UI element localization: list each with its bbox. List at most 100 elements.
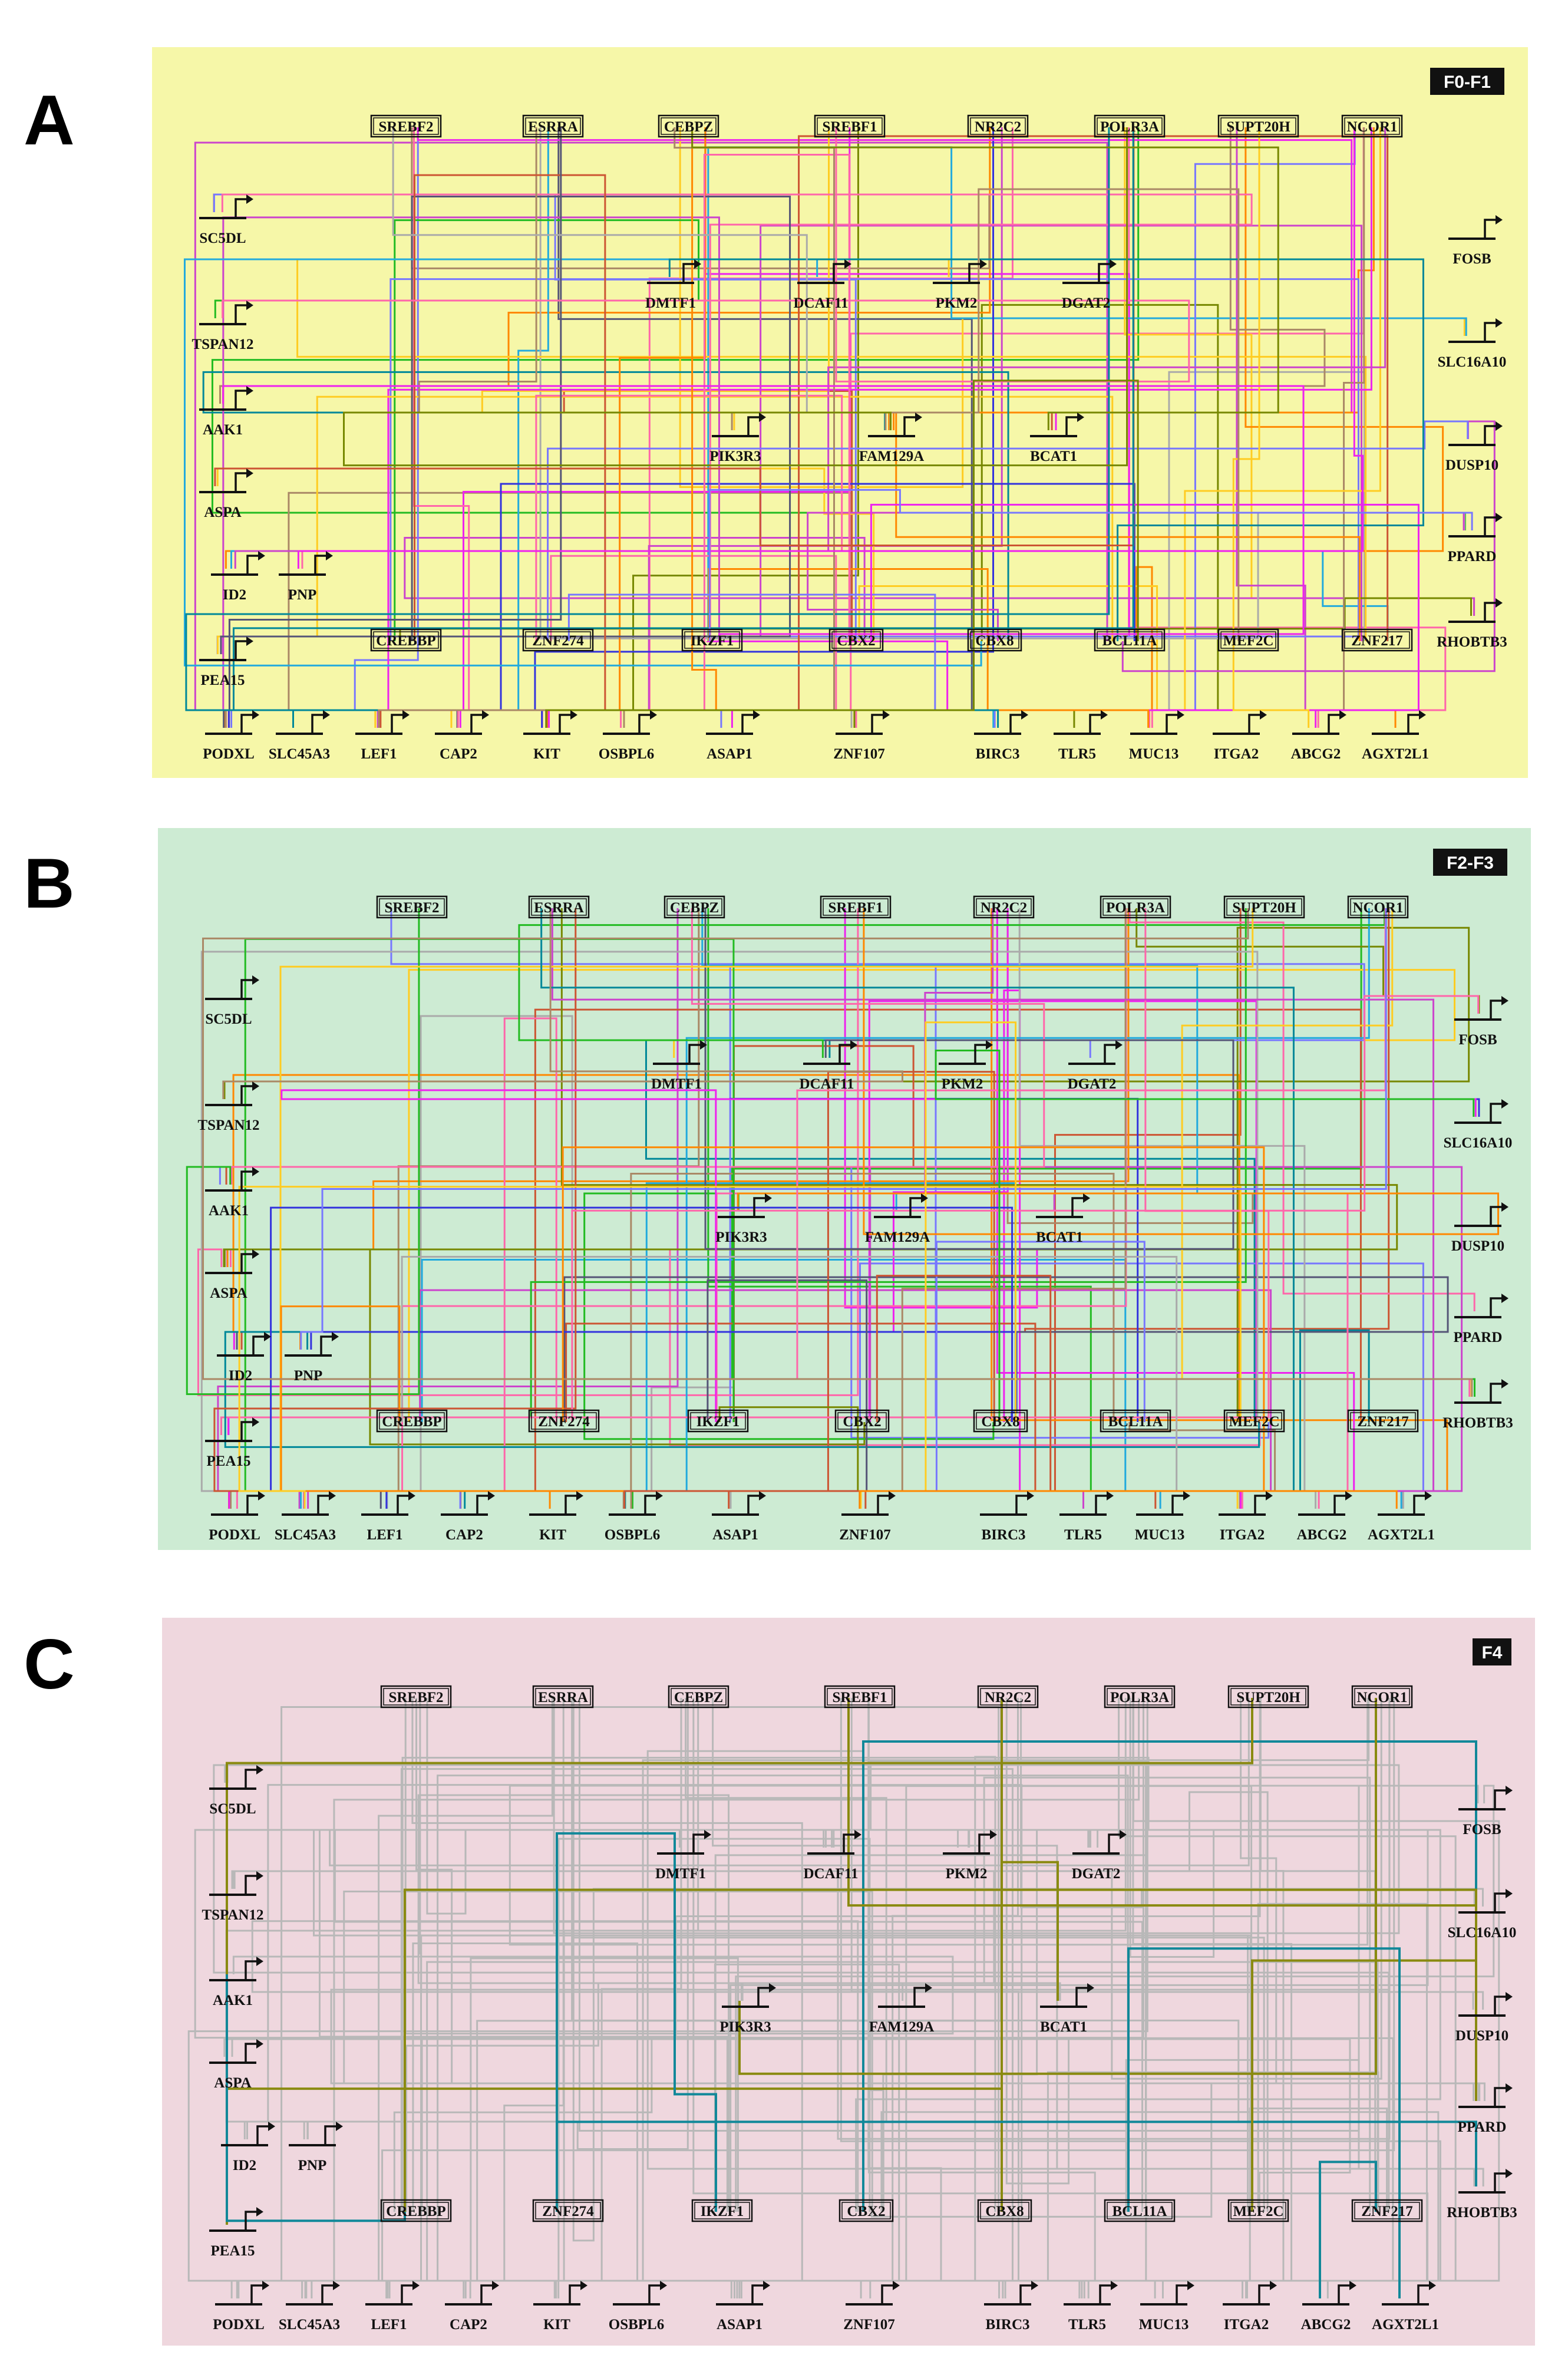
tf-box-inner bbox=[976, 1412, 1025, 1430]
promoter-arrowhead bbox=[1177, 710, 1184, 720]
tf-box-inner bbox=[831, 631, 881, 649]
regulatory-edge bbox=[220, 908, 1270, 1435]
regulatory-edge bbox=[419, 1698, 1085, 2298]
gene-node-podxl: PODXL bbox=[213, 2281, 269, 2333]
tf-node-srebf2: SREBF2 bbox=[376, 895, 448, 919]
regulatory-edge bbox=[421, 1258, 1402, 1509]
tf-box bbox=[977, 2199, 1032, 2222]
regulatory-edge bbox=[401, 1757, 1150, 2212]
regulatory-edge bbox=[620, 153, 850, 728]
tf-node-znf217: ZNF217 bbox=[1351, 2199, 1423, 2222]
gene-label: RHOBTB3 bbox=[1447, 2205, 1517, 2221]
promoter-arrow bbox=[1490, 1383, 1501, 1403]
gene-node-pnp: PNP bbox=[289, 2122, 343, 2173]
regulatory-edge bbox=[222, 908, 903, 1099]
promoter-arrow bbox=[1494, 1892, 1506, 1912]
promoter-arrowhead bbox=[1496, 215, 1503, 225]
tf-node-srebf1: SREBF1 bbox=[824, 1685, 896, 1709]
gene-node-dusp10: DUSP10 bbox=[1445, 421, 1503, 473]
regulatory-edge bbox=[415, 1698, 1475, 2101]
gene-label: ITGA2 bbox=[1214, 746, 1259, 762]
gene-label: DGAT2 bbox=[1072, 1866, 1121, 1882]
panel-tag-label: F2-F3 bbox=[1447, 853, 1494, 873]
tf-box-inner bbox=[531, 1412, 597, 1430]
tf-label: ZNF274 bbox=[532, 633, 584, 649]
gene-node-pik3r3: PIK3R3 bbox=[709, 413, 766, 464]
tf-label: POLR3A bbox=[1106, 900, 1165, 916]
regulatory-edge bbox=[546, 135, 1389, 728]
promoter-arrowhead bbox=[1501, 996, 1508, 1005]
promoter-arrow bbox=[245, 1769, 256, 1789]
tf-label: CBX2 bbox=[843, 1414, 881, 1430]
promoter-arrowhead bbox=[925, 1983, 932, 1993]
promoter-arrow bbox=[1248, 714, 1260, 734]
tf-box-inner bbox=[383, 1688, 449, 1706]
promoter-arrowhead bbox=[332, 1332, 339, 1341]
promoter-arrow bbox=[843, 1833, 854, 1853]
gene-label: SC5DL bbox=[209, 1801, 256, 1817]
gene-node-itga2: ITGA2 bbox=[1219, 1491, 1273, 1543]
regulatory-edge bbox=[313, 1829, 1252, 2212]
tf-label: BCL11A bbox=[1102, 633, 1157, 649]
regulatory-edge bbox=[219, 1166, 1270, 1439]
gene-label: PPARD bbox=[1454, 1330, 1503, 1345]
tf-label: IKZF1 bbox=[696, 1414, 740, 1430]
promoter-arrow bbox=[470, 714, 482, 734]
tf-node-ikzf1: IKZF1 bbox=[687, 1409, 749, 1433]
regulatory-edge bbox=[379, 1279, 868, 1509]
tf-box bbox=[1223, 895, 1305, 919]
gene-label: DMTF1 bbox=[655, 1866, 706, 1882]
tf-label: CBX8 bbox=[985, 2204, 1024, 2219]
promoter-arrowhead bbox=[763, 2281, 770, 2290]
gene-label: PODXL bbox=[209, 1527, 260, 1543]
gene-label: MUC13 bbox=[1129, 746, 1179, 762]
regulatory-edge bbox=[549, 908, 1448, 1509]
promoter-arrow bbox=[968, 263, 980, 283]
gene-node-osbpl6: OSBPL6 bbox=[609, 2281, 667, 2333]
tf-box bbox=[1227, 2199, 1289, 2222]
regulatory-edge bbox=[418, 127, 887, 430]
tf-box-inner bbox=[690, 1412, 746, 1430]
tf-box bbox=[1100, 895, 1171, 919]
gene-node-podxl: PODXL bbox=[209, 1491, 265, 1543]
tf-node-ncor1: NCOR1 bbox=[1347, 895, 1409, 919]
promoter-arrow bbox=[245, 1875, 256, 1895]
highlighted-edge bbox=[226, 1783, 406, 2222]
tf-box bbox=[658, 114, 719, 138]
gene-label: RHOBTB3 bbox=[1442, 1415, 1513, 1431]
tf-node-mef2c: MEF2C bbox=[1223, 1409, 1285, 1433]
highlighted-edge bbox=[404, 1888, 1477, 2212]
promoter-arrow bbox=[401, 2284, 412, 2304]
gene-label: BIRC3 bbox=[981, 1527, 1025, 1543]
tf-box-inner bbox=[837, 1412, 887, 1430]
promoter-arrowhead bbox=[258, 551, 265, 560]
promoter-arrowhead bbox=[256, 1871, 263, 1881]
regulatory-edge bbox=[378, 1698, 1006, 2298]
panel-tag: F4 bbox=[1473, 1638, 1511, 1665]
gene-label: BIRC3 bbox=[985, 2317, 1029, 2333]
tf-box bbox=[834, 1409, 890, 1433]
promoter-arrow bbox=[692, 1833, 704, 1853]
promoter-arrow bbox=[1065, 416, 1077, 436]
gene-label: DCAF11 bbox=[793, 295, 848, 311]
gene-label: DCAF11 bbox=[803, 1866, 858, 1882]
gene-label: BIRC3 bbox=[975, 746, 1019, 762]
tf-label: ESRRA bbox=[538, 1690, 588, 1706]
tf-node-ncor1: NCOR1 bbox=[1341, 114, 1403, 138]
promoter-arrow bbox=[397, 1495, 408, 1515]
promoter-arrow bbox=[245, 1960, 256, 1980]
promoter-arrowhead bbox=[1501, 1099, 1508, 1109]
gene-label: OSBPL6 bbox=[609, 2317, 664, 2333]
tf-label: SREBF1 bbox=[832, 1690, 887, 1706]
regulatory-edge bbox=[547, 420, 1469, 641]
tf-box bbox=[1351, 2199, 1423, 2222]
promoter-arrow bbox=[314, 555, 326, 575]
tf-box-inner bbox=[373, 631, 439, 649]
promoter-arrow bbox=[1494, 1996, 1506, 2016]
tf-box-inner bbox=[379, 898, 445, 916]
gene-label: FOSB bbox=[1453, 251, 1491, 267]
gene-label: PEA15 bbox=[207, 1453, 251, 1469]
gene-label: SLC16A10 bbox=[1438, 354, 1507, 370]
tf-label: CREBBP bbox=[386, 2204, 445, 2219]
promoter-arrowhead bbox=[753, 710, 760, 720]
